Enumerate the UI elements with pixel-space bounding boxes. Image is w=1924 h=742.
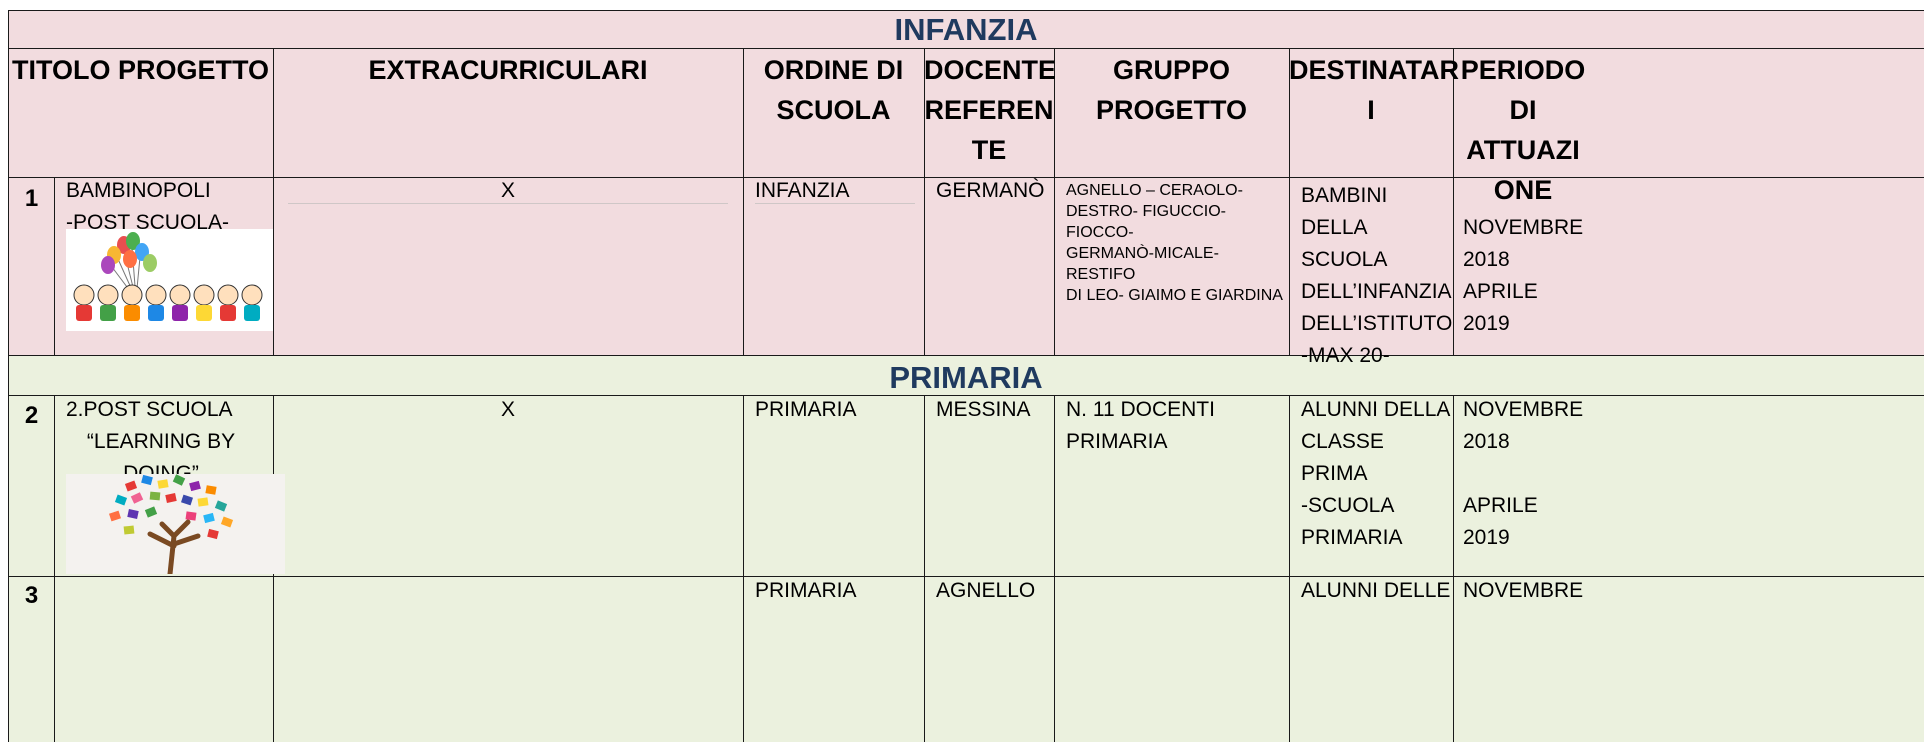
- header-destinatari: DESTINATAR I: [1289, 55, 1459, 125]
- projects-table: INFANZIA PRIMARIA TITOLO PROGETTO EXTRAC…: [8, 10, 1924, 742]
- gruppo-progetto: N. 11 DOCENTI PRIMARIA: [1066, 398, 1215, 453]
- destinatari: BAMBINI DELLA SCUOLA DELL’INFANZIA DELL’…: [1301, 184, 1453, 367]
- header-periodo-di-attuazione: PERIODO DI ATTUAZI ONE: [1460, 55, 1586, 205]
- ordine-di-scuola: PRIMARIA: [755, 579, 857, 602]
- destinatari: ALUNNI DELLA CLASSE PRIMA -SCUOLA PRIMAR…: [1301, 398, 1451, 549]
- docente-referente: MESSINA: [936, 398, 1031, 421]
- project-title: BAMBINOPOLI -POST SCUOLA-: [66, 179, 229, 234]
- extracurricular-mark: X: [500, 179, 515, 202]
- gruppo-progetto: AGNELLO – CERAOLO- DESTRO- FIGUCCIO-FIOC…: [1066, 182, 1283, 304]
- destinatari: ALUNNI DELLE: [1301, 579, 1451, 602]
- ordine-di-scuola: PRIMARIA: [755, 398, 857, 421]
- primaria-band: [8, 355, 1924, 742]
- extracurricular-mark: X: [500, 398, 515, 421]
- kids-balloons-image: [66, 229, 273, 331]
- header-ordine-di-scuola: ORDINE DI SCUOLA: [763, 55, 904, 125]
- header-titolo-progetto: TITOLO PROGETTO: [11, 55, 269, 85]
- infanzia-band: [8, 10, 1924, 355]
- periodo-di-attuazione: NOVEMBRE 2018 APRILE 2019: [1463, 398, 1584, 549]
- header-extracurriculari: EXTRACURRICULARI: [368, 55, 648, 85]
- header-docente-referente: DOCENTE REFEREN TE: [924, 55, 1057, 165]
- header-gruppo-progetto: GRUPPO PROGETTO: [1095, 55, 1248, 125]
- book-tree-image: [66, 474, 285, 574]
- periodo-di-attuazione: NOVEMBRE 2018 APRILE 2019: [1463, 216, 1584, 335]
- row-number: 3: [24, 582, 39, 609]
- section-title-infanzia: INFANZIA: [894, 12, 1038, 47]
- docente-referente: GERMANÒ: [936, 179, 1045, 202]
- project-title: 2.POST SCUOLA: [66, 398, 233, 421]
- periodo-di-attuazione: NOVEMBRE: [1463, 579, 1584, 602]
- docente-referente: AGNELLO: [936, 579, 1036, 602]
- row-number: 1: [24, 185, 39, 212]
- row-number: 2: [24, 402, 39, 429]
- section-title-primaria: PRIMARIA: [889, 360, 1043, 395]
- ordine-di-scuola: INFANZIA: [755, 179, 850, 202]
